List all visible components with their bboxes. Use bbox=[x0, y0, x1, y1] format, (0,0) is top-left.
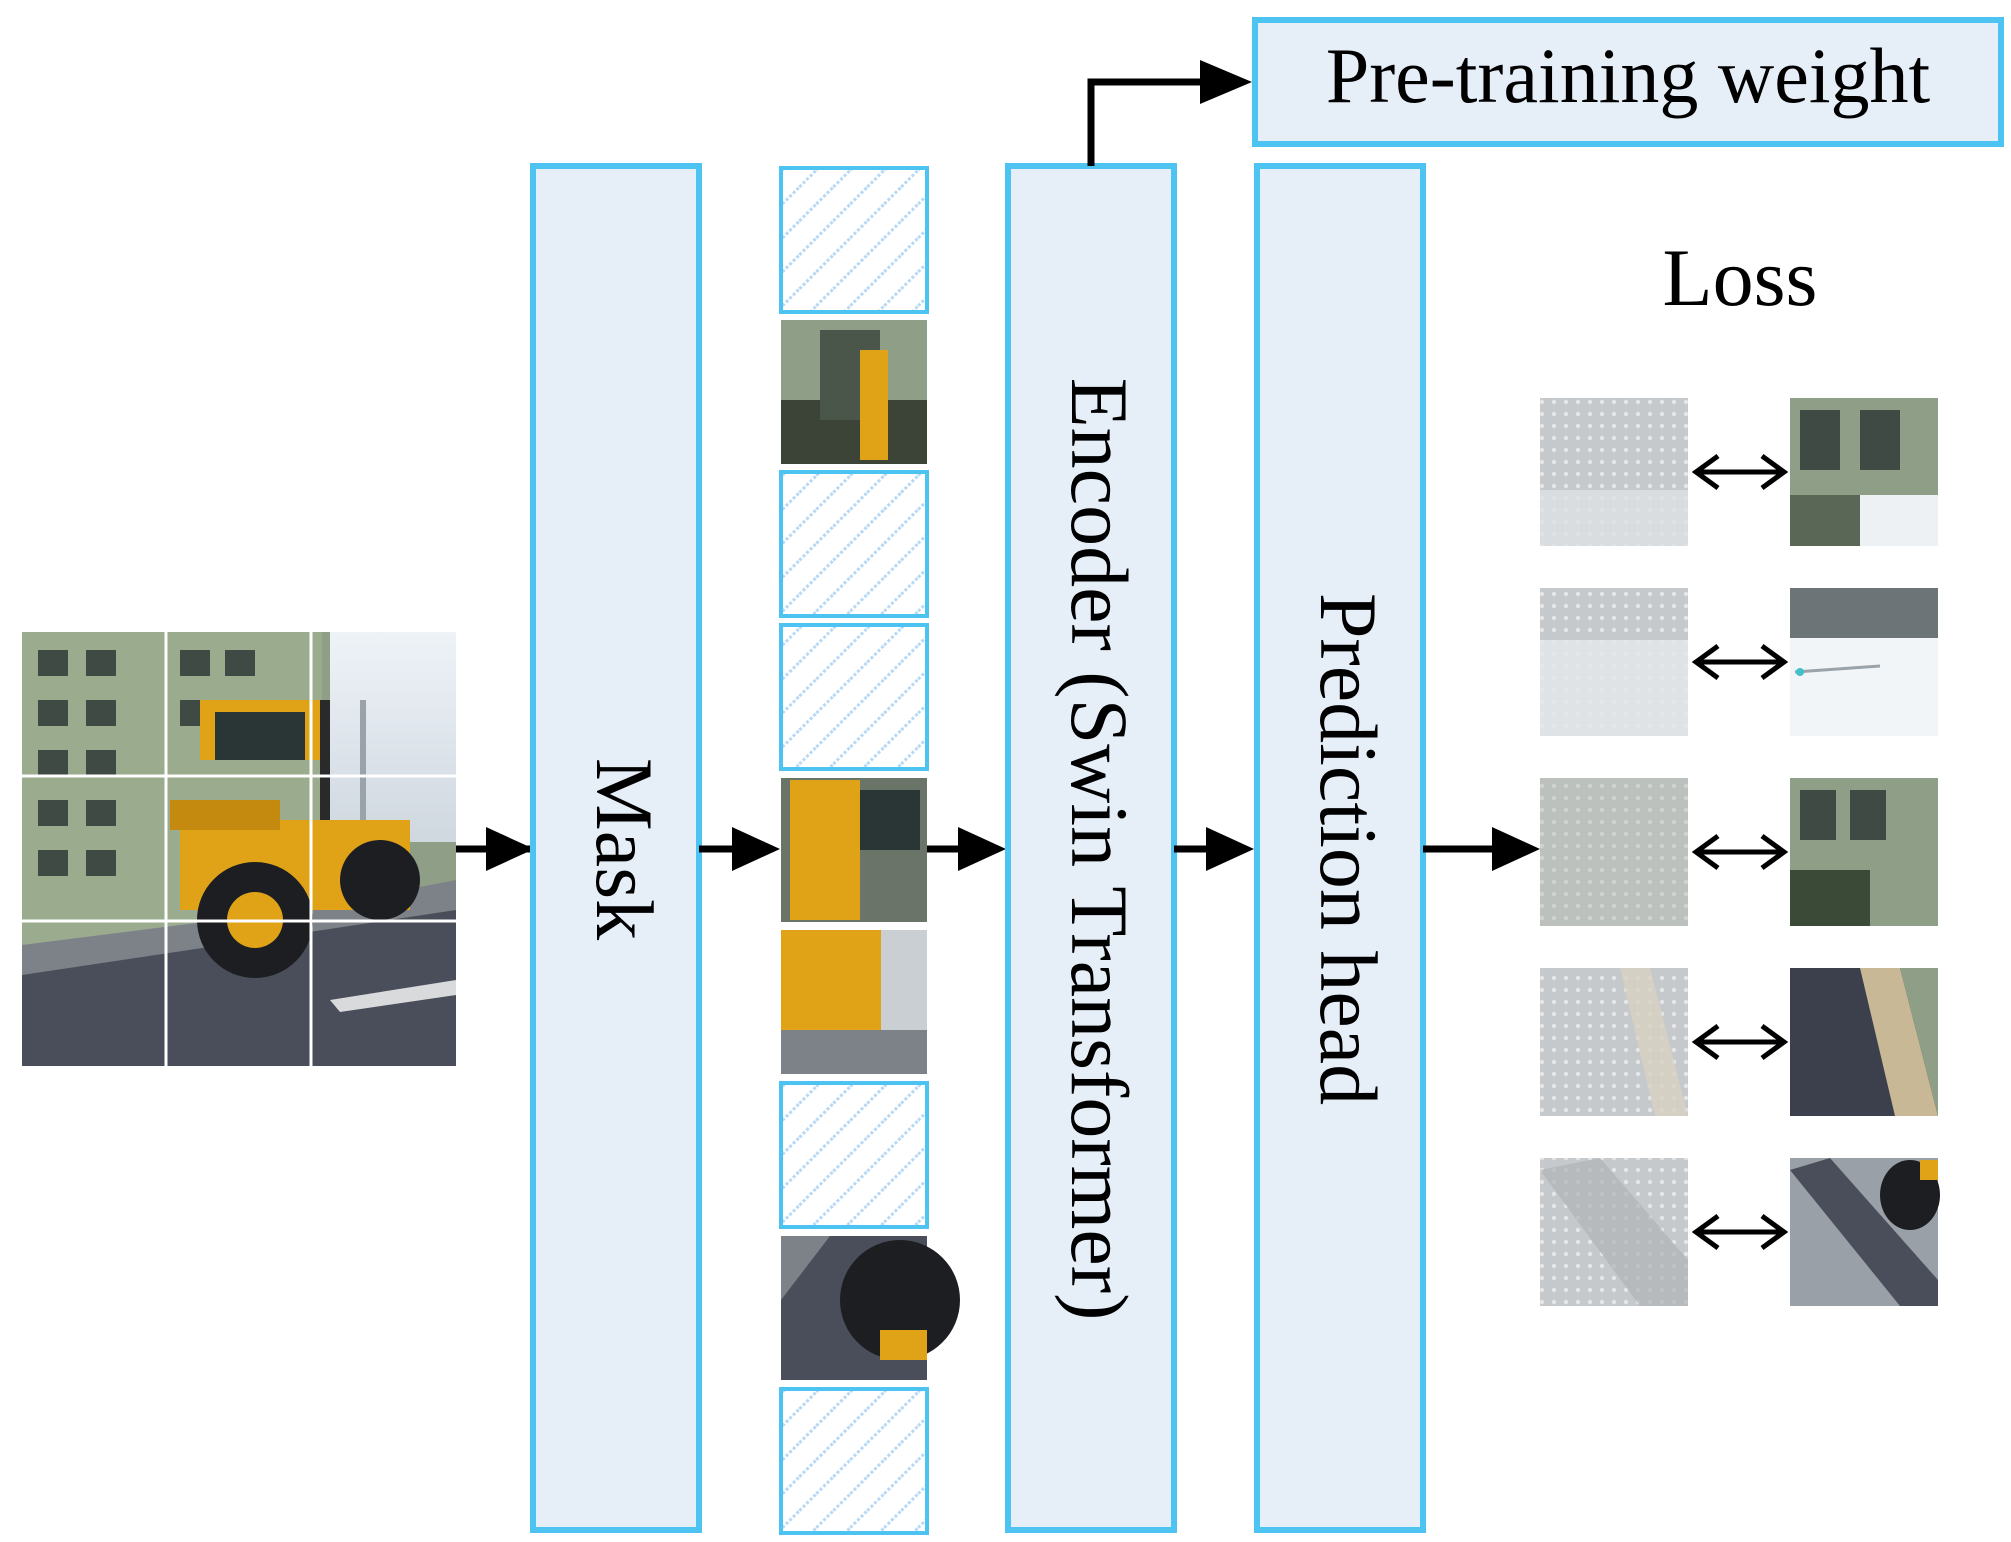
image-patch bbox=[781, 930, 927, 1074]
encoder-label: Encoder (Swin Transformer) bbox=[1054, 378, 1145, 1321]
loss-label: Loss bbox=[1663, 232, 1818, 323]
masked-patch bbox=[779, 623, 929, 771]
pretraining-weight-label: Pre-training weight bbox=[1326, 32, 1931, 119]
target-patch bbox=[1790, 968, 1938, 1116]
masked-patch bbox=[779, 1081, 929, 1229]
predicted-patch bbox=[1540, 778, 1688, 926]
encoder-block bbox=[1005, 163, 1177, 1533]
mask-block bbox=[530, 163, 702, 1533]
target-patch bbox=[1790, 588, 1938, 736]
input-image bbox=[22, 632, 456, 1066]
loss-pair bbox=[1540, 398, 1938, 546]
image-patch bbox=[781, 1236, 960, 1380]
arrowhead-2 bbox=[732, 827, 780, 871]
target-patch bbox=[1790, 398, 1938, 546]
arrowhead-6 bbox=[1492, 827, 1540, 871]
loss-pair bbox=[1540, 968, 1938, 1116]
loss-pair bbox=[1540, 1158, 1940, 1306]
patch-sequence bbox=[779, 166, 960, 1535]
prediction-head-label: Prediction head bbox=[1303, 593, 1394, 1105]
patch-grid-lines bbox=[22, 632, 456, 1066]
arrowhead-4 bbox=[1200, 60, 1252, 104]
masked-patch bbox=[779, 166, 929, 314]
target-patch bbox=[1790, 1158, 1940, 1306]
mask-label: Mask bbox=[579, 758, 670, 940]
image-patch bbox=[781, 320, 927, 464]
prediction-head-block bbox=[1254, 163, 1426, 1533]
loss-pair bbox=[1540, 778, 1938, 926]
arrowhead-1 bbox=[486, 827, 534, 871]
loss-pair bbox=[1540, 588, 1938, 736]
masked-patch bbox=[779, 1387, 929, 1535]
arrow-encoder-to-weight bbox=[1087, 78, 1210, 166]
image-patch bbox=[781, 778, 927, 922]
arrowhead-5 bbox=[1206, 827, 1254, 871]
target-patch bbox=[1790, 778, 1938, 926]
masked-patch bbox=[779, 470, 929, 618]
pretraining-weight-box bbox=[1252, 17, 2004, 147]
arrowhead-3 bbox=[958, 827, 1006, 871]
loss-pairs bbox=[1540, 398, 1940, 1306]
